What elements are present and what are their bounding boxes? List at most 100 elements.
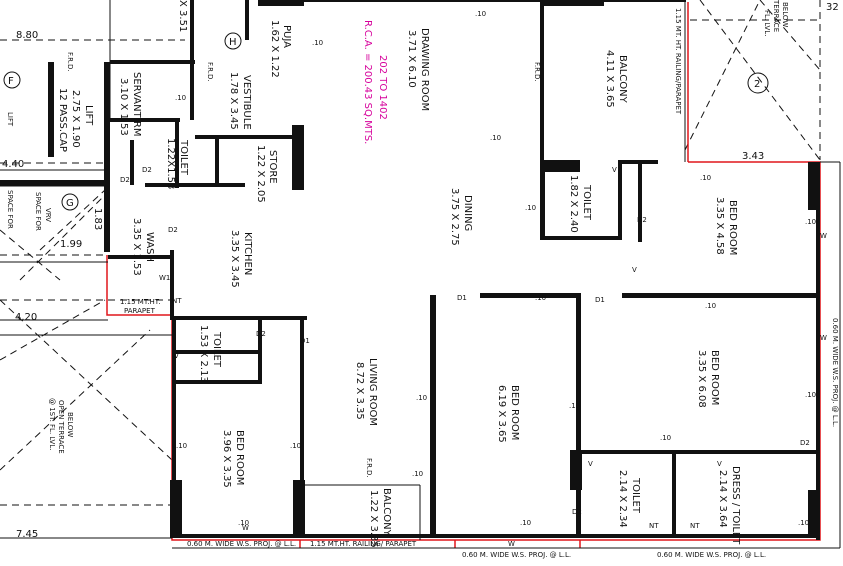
marker-2: 2 — [754, 79, 760, 90]
room-dress-name: DRESS / TOILET — [730, 466, 741, 545]
room-wash-dim: 3.35 X 1.53 — [131, 218, 142, 276]
room-toilet-br-name: TOILET — [630, 477, 641, 514]
dim-745: 7.45 — [16, 529, 38, 540]
tag-v: V — [612, 166, 617, 174]
opening-tags: D1 D1 D1 D2 D2 D2 D2 D2 D2 D2 V V V V V … — [120, 10, 827, 548]
room-vestibule-name: VESTIBULE — [241, 75, 252, 130]
tag-t10: .10 — [705, 302, 716, 310]
tag-t10: .10 — [290, 442, 301, 450]
room-toilet-small-dim: 1.22X1.53 — [165, 138, 176, 189]
room-toilet-small-name: TOILET — [178, 139, 189, 176]
tag-t10: .10 — [416, 394, 427, 402]
markers — [3, 32, 769, 211]
room-toilet-top-name: TOILET — [581, 184, 592, 221]
room-dress-dim: 2.14 X 3.64 — [717, 470, 728, 528]
dim-199: 1.99 — [60, 239, 82, 250]
note-vrv: VRV — [44, 208, 52, 222]
room-balcony-top-dim: 4.11 X 3.65 — [604, 50, 615, 108]
tag-t10: .10 — [525, 204, 536, 212]
note-terrace-top-c: FL. LVL. — [763, 10, 771, 36]
tag-t10: .10 — [475, 10, 486, 18]
note-space-for: SPACE FOR — [6, 190, 14, 229]
room-balcony-bottom-name: BALCONY — [381, 488, 392, 537]
note-terrace-top-b: TERRACE — [772, 0, 780, 32]
tag-w: W — [508, 540, 515, 548]
unit-label: 202 TO 1402 — [377, 55, 388, 120]
tag-t10: .10 — [412, 470, 423, 478]
note-railing-top: 1.15 MT. HT. RAILING/PARAPET — [674, 8, 682, 115]
note-frd-lift: F.R.D. — [66, 52, 74, 72]
note-parapet-left-a: 1.15 MT.HT. — [120, 298, 160, 306]
tag-t10: .10 — [520, 519, 531, 527]
room-dining-dim: 3.75 X 2.75 — [449, 188, 460, 246]
tag-d2: D2 — [168, 226, 178, 234]
dim-183: 1.83 — [92, 208, 103, 230]
room-kitchen-name: KITCHEN — [242, 232, 253, 275]
tag-d2: D2 — [637, 216, 647, 224]
note-railing-bottom: 1.15 MT.HT. RAILING/ PARAPET — [310, 540, 417, 548]
dashed-lines — [0, 0, 821, 506]
tag-d2: D2 — [120, 176, 130, 184]
tag-t10: .10 — [805, 391, 816, 399]
room-drawing-dim: 3.71 X 6.10 — [406, 30, 417, 88]
note-frd-balcony: F.R.D. — [533, 62, 541, 82]
room-bed-tr-name: BED ROOM — [727, 200, 738, 255]
room-puja-dim: 1.62 X 1.22 — [269, 20, 280, 78]
tag-w: W — [242, 524, 249, 532]
dim-351: X 3.51 — [177, 0, 188, 32]
tag-w: W — [820, 334, 827, 342]
marker-h: H — [229, 37, 237, 48]
tag-t10: .10 — [238, 519, 249, 527]
dim-420: 4.20 — [15, 312, 37, 323]
tag-nt: NT — [649, 522, 659, 530]
room-dining-name: DINING — [462, 195, 473, 231]
tag-d1: D1 — [595, 296, 605, 304]
tag-t10: .10 — [798, 519, 809, 527]
room-wash-name: WASH — [144, 232, 155, 262]
note-terrace-below-b: OPEN TERRACE — [57, 400, 65, 454]
tag-d2: D2 — [800, 439, 810, 447]
room-servant-dim: 3.10 X 1.53 — [118, 78, 129, 136]
tag-v: V — [588, 460, 593, 468]
tag-t10: .10 — [569, 402, 580, 410]
note-space-for-2: SPACE FOR — [34, 192, 42, 231]
marker-g: G — [66, 198, 74, 209]
room-lift-cap: 12 PASS.CAP — [57, 88, 68, 152]
dim-880: 8.80 — [16, 30, 38, 41]
room-toilet-left-dim: 1.53 X 2.13 — [198, 325, 209, 383]
room-toilet-br-dim: 2.14 X 2.34 — [617, 470, 628, 528]
red-envelope — [106, 2, 821, 548]
tag-w: W — [820, 232, 827, 240]
note-terrace-below-c: @ 1ST. FL. LVL. — [48, 398, 56, 450]
tag-t10: .10 — [700, 174, 711, 182]
room-store-name: STORE — [267, 150, 278, 184]
room-bed-r-dim: 3.35 X 6.08 — [696, 350, 707, 408]
room-lift-name: LIFT — [83, 105, 94, 126]
tag-d1: D1 — [300, 337, 310, 345]
room-kitchen-dim: 3.35 X 3.45 — [229, 230, 240, 288]
room-bed-r-name: BED ROOM — [709, 350, 720, 405]
note-terrace-top-a: BELOW — [781, 2, 789, 27]
note-parapet-left-b: PARAPET — [124, 307, 156, 315]
tag-v: V — [174, 352, 179, 360]
room-balcony-top-name: BALCONY — [617, 55, 628, 104]
tag-w1: W1 — [159, 274, 170, 282]
tag-t10: .10 — [660, 434, 671, 442]
room-toilet-left-name: TOILET — [211, 331, 222, 368]
room-bed-c-name: BED ROOM — [509, 385, 520, 440]
dim-343: 3.43 — [742, 151, 764, 162]
room-drawing-name: DRAWING ROOM — [419, 28, 430, 111]
note-proj-right: 0.60 M. WIDE W.S. PROJ. @ L.L. — [831, 318, 839, 427]
dim-32: 32 — [826, 2, 839, 13]
walls — [0, 0, 820, 540]
room-bed-c-dim: 6.19 X 3.65 — [496, 385, 507, 443]
note-proj-b1: 0.60 M. WIDE W.S. PROJ. @ L.L. — [187, 540, 296, 548]
tag-t10: .10 — [805, 218, 816, 226]
tag-t10: .10 — [490, 134, 501, 142]
room-vestibule-dim: 1.78 X 3.45 — [228, 72, 239, 130]
tag-nt: NT — [690, 522, 700, 530]
room-living-dim: 8.72 X 3.35 — [354, 362, 365, 420]
room-servant-name: SERVANT RM — [131, 72, 142, 136]
tag-d1: D1 — [457, 294, 467, 302]
